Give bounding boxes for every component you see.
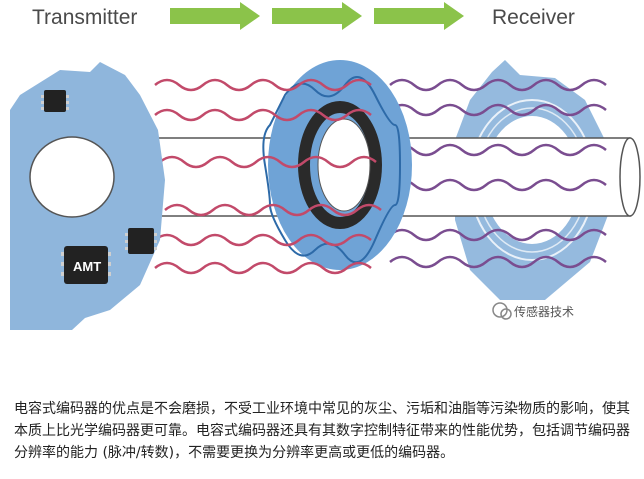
receiver-label: Receiver <box>492 6 575 29</box>
watermark-logo-icon <box>492 302 512 320</box>
diagram-graphic <box>10 2 641 330</box>
encoder-diagram: Transmitter Receiver AMT 传感器技术 <box>10 2 641 330</box>
chip-amt-label: AMT <box>73 259 102 274</box>
chip-small-top <box>41 90 69 112</box>
chip-amt <box>61 246 111 284</box>
transmitter-signal-waves <box>154 78 382 275</box>
arrow-right-icon-2 <box>272 2 362 30</box>
receiver-signal-waves <box>389 78 607 269</box>
arrow-right-icon-3 <box>374 2 464 30</box>
transmitter-label: Transmitter <box>32 6 138 29</box>
transmitter-plate <box>10 62 165 330</box>
chip-small-right <box>125 228 157 254</box>
watermark-text: 传感器技术 <box>514 305 575 319</box>
caption-paragraph: 电容式编码器的优点是不会磨损，不受工业环境中常见的灰尘、污垢和油脂等污染物质的影… <box>14 401 630 461</box>
arrow-right-icon-1 <box>170 2 260 30</box>
